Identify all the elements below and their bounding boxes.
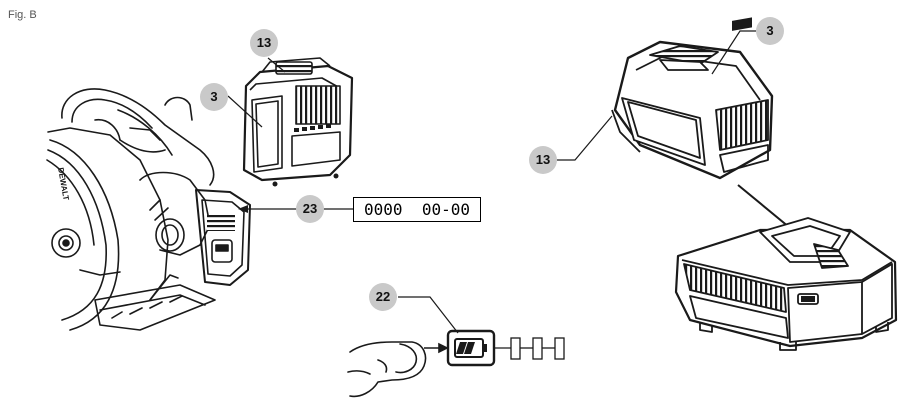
battery-pack-left <box>242 57 354 187</box>
battery-pack-right <box>611 17 774 180</box>
callout-3-left-number: 3 <box>210 89 218 104</box>
date-code-box: 0000 00-00 <box>353 197 481 222</box>
figure-label: Fig. B <box>8 9 37 21</box>
charger <box>674 217 898 351</box>
circular-saw <box>46 88 251 331</box>
callout-3-left: 3 <box>200 83 228 111</box>
fuel-gauge-panel <box>446 329 565 367</box>
saw-brand-text: DEWALT <box>56 167 71 201</box>
callout-3-right-number: 3 <box>766 23 774 38</box>
callout-13-right-number: 13 <box>535 152 551 167</box>
callout-3-right: 3 <box>756 17 784 45</box>
callout-13-right: 13 <box>529 146 557 174</box>
callout-13-top-number: 13 <box>256 35 272 50</box>
press-arrow <box>424 342 449 354</box>
callout-23-number: 23 <box>302 201 318 216</box>
callout-22: 22 <box>369 283 397 311</box>
finger-hand <box>347 341 427 398</box>
callout-13-top: 13 <box>250 29 278 57</box>
callout-22-number: 22 <box>375 289 391 304</box>
callout-23: 23 <box>296 195 324 223</box>
